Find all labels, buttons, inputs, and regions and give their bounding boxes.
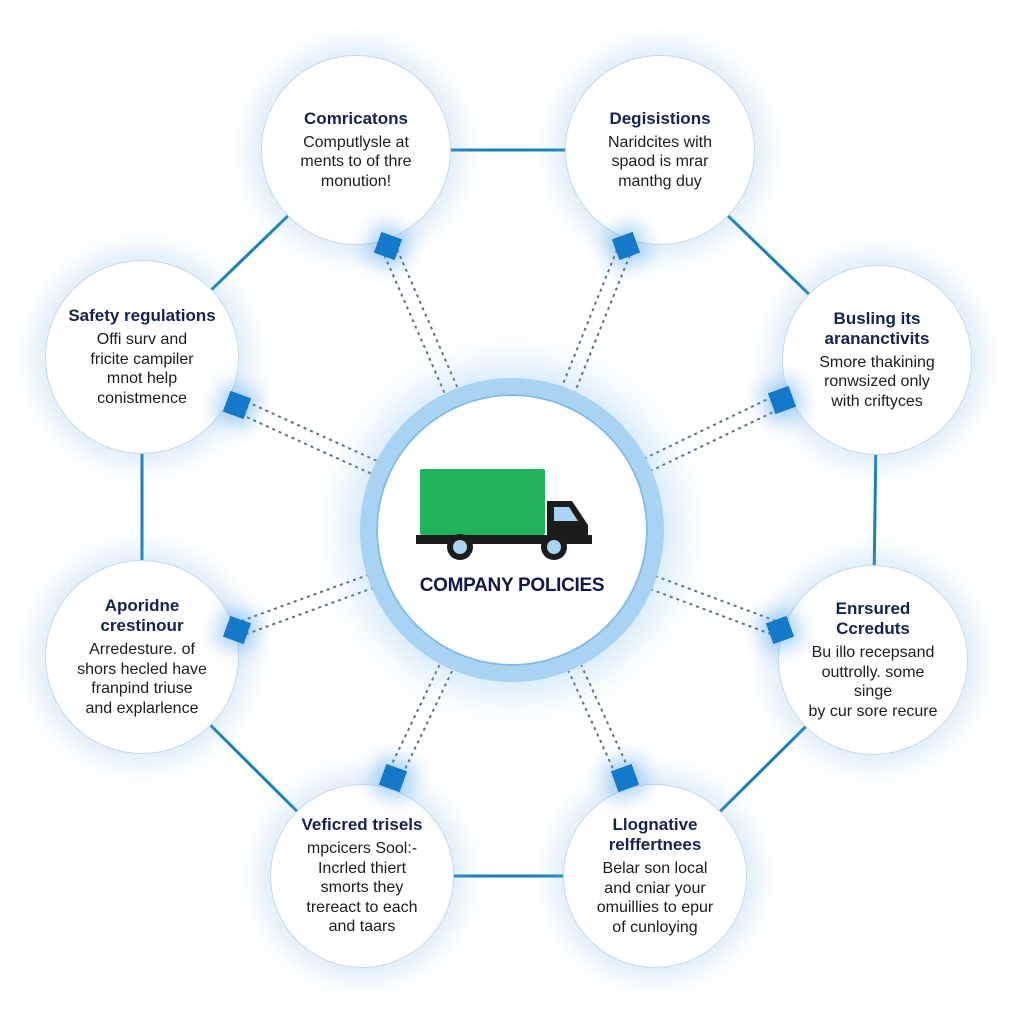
hub-connector-dashed [566,667,620,782]
node-description-line: fricite campiler [90,350,194,368]
policy-node-lower-right: Enrsured Ccreduts Bu illo recepsand outtro… [778,565,968,755]
node-title: Degisistions [609,108,711,128]
hub-connector-dashed [398,666,456,782]
hub-connector-dashed [559,243,621,391]
node-description-line: Belar son local [602,860,708,877]
node-description-line: and explarlence [85,699,199,717]
node-title: Llognative relffertnees [608,815,702,854]
node-description-line: Incrled thiert [317,859,407,877]
node-title: Comricatons [304,108,408,128]
ring-connector [210,214,290,292]
hub-connector-dashed [652,574,783,625]
node-title: Safety regulations [68,306,216,325]
node-description-line: by cur sore recure [808,702,938,720]
node-description-line: franpind triuse [91,680,193,697]
ring-connector [872,453,878,567]
hub-connector-dashed [572,248,634,396]
node-description-line: trereact to each [306,898,418,916]
node-description-line: Arredesture. of [89,641,195,658]
node-description-line: Computlysle at [303,133,409,151]
node-description-line: monution! [320,172,392,190]
node-description-line: and cniar your [604,879,706,897]
node-description-line: smorts they [320,879,404,897]
node-description-line: omuillies to epur [596,899,714,916]
node-description: mpcicers Sool:-Incrled thiert smorts they… [306,839,417,937]
truck-hubcap-rear [453,540,467,554]
node-description-line: ronwsized only [824,373,930,391]
node-description-line: Smore thakining [819,353,935,371]
hub-connector-dashed [385,659,443,776]
hub-connector-dashed [578,661,633,776]
hub-connector-dashed [239,586,376,638]
node-description-line: conistmence [97,389,187,407]
ring-connector [726,214,811,296]
node-description: Offi surv and fricite campiler mnot help co… [90,330,193,408]
center-label: COMPANY POLICIES [419,575,605,596]
center-hub: COMPANY POLICIES [360,378,664,682]
node-description: Belar son local and cniar your omuillies t… [597,859,714,937]
node-description: Arredesture. of shors hecled have franpind… [77,640,207,718]
node-description-line: Bu illo recepsand [811,644,935,661]
truck-cargo [420,469,545,535]
node-description-line: and taars [328,918,396,936]
ring-connector [209,723,299,813]
policy-node-bottom-left: Veficred trisels mpcicers Sool:-Incrled t… [270,784,454,968]
node-description-line: ments to of thre [300,153,412,171]
truck-hubcap-front [547,540,561,554]
node-title: Aporidne crestinour [100,596,184,635]
node-description-line: spaod is mrar [611,153,709,171]
node-description-line: mnot help [106,370,178,387]
hub-connector-dashed [647,405,786,474]
hub-connector-dashed [233,410,375,477]
hub-connector-dashed [641,392,780,461]
node-title: Enrsured Ccreduts [835,599,911,638]
truck-chassis [416,535,592,544]
hub-connector-dashed [234,573,371,625]
hub-connector-dashed [647,587,778,638]
hub-connector-dashed [239,397,381,464]
node-title: Busling its arananctivits [824,308,930,348]
node-title: Veficred trisels [301,815,423,835]
node-description-line: of cunloying [612,918,698,936]
ring-connector [718,725,808,813]
delivery-truck-icon [416,469,592,560]
node-description-line: Naridcites with [607,133,713,151]
truck-window [554,507,578,521]
node-description-line: Offi surv and [96,331,188,348]
node-description-line: manthg duy [618,172,702,190]
node-description-line: shors hecled have [77,660,207,678]
hub-connector-dashed [393,242,461,392]
node-description-line: with criftyces [831,392,923,410]
hub-connector-dashed [380,248,448,398]
node-description-line: mpcicers Sool:- [306,840,418,858]
node-description-line: outtrolly. some singe [821,663,925,701]
